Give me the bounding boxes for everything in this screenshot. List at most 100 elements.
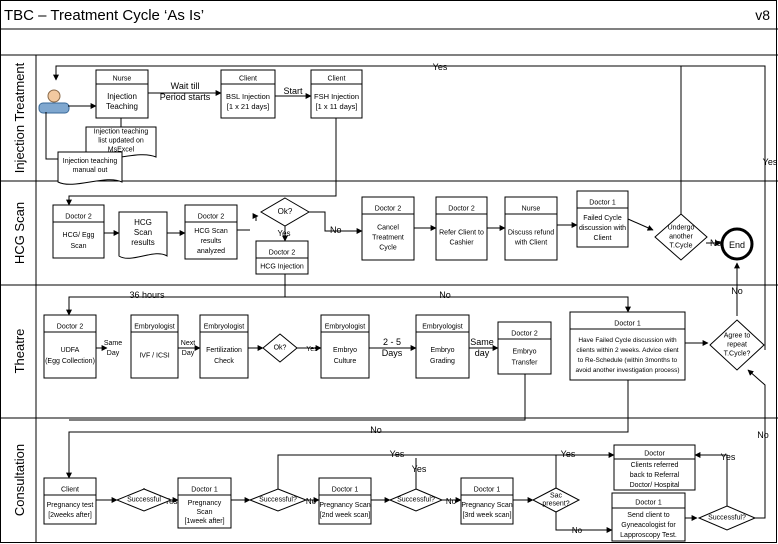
- node-text: Scan: [71, 243, 87, 250]
- node-text: Successful?: [708, 515, 746, 522]
- process-box-outline: [43, 314, 97, 379]
- decision-outline: [262, 333, 298, 363]
- node-text: Doctor 1: [589, 200, 616, 207]
- edge-label: Day: [182, 350, 195, 357]
- edge-label: 2 - 5: [383, 337, 401, 347]
- process-box-outline: [569, 311, 686, 381]
- node-text: Ok?: [274, 345, 287, 352]
- node-text: avoid another investigation process): [575, 367, 679, 374]
- node-text: HCG Scan: [194, 228, 228, 235]
- node-text: Doctor 2: [198, 214, 225, 221]
- node-text: to Re-Schedule (within 3months to: [578, 357, 678, 364]
- edge-label: 36 hours: [129, 290, 165, 300]
- node-text: Successful?: [259, 497, 297, 504]
- node-text: Scan: [134, 228, 152, 237]
- node-text: Injection teaching: [63, 158, 118, 165]
- node-text: Cancel: [377, 225, 399, 232]
- node-text: Client: [328, 76, 346, 83]
- process-box-outline: [435, 196, 488, 261]
- decision-outline: [654, 213, 708, 261]
- node-text: T.Cycle: [670, 243, 693, 250]
- edge-label: Next: [181, 340, 195, 347]
- process-box-outline: [184, 204, 238, 260]
- edge-label: No: [572, 526, 583, 535]
- edge-label: No: [446, 497, 457, 506]
- edge-label: No: [731, 286, 743, 296]
- lane-label-consultation: Consultation: [12, 444, 27, 516]
- node-text: Embryo: [430, 347, 454, 354]
- process-box-outline: [576, 190, 629, 248]
- node-text: Treatment: [372, 235, 404, 242]
- node-text: Successful: [127, 497, 161, 504]
- node-text: Embryologist: [422, 324, 463, 331]
- document-outline: [118, 211, 168, 259]
- edge-label: Yes: [306, 346, 318, 353]
- process-box-outline: [43, 477, 97, 525]
- node-text: Doctor 1: [614, 321, 641, 328]
- node-text: Doctor 2: [65, 214, 92, 221]
- node-text: Successful?: [397, 497, 435, 504]
- node-text: Doctor 2: [269, 250, 296, 257]
- edge-label: Yes: [164, 497, 177, 506]
- node-text: Sac: [550, 493, 563, 500]
- node-text: Pregnancy: [188, 500, 222, 507]
- node-text: [1week after]: [184, 518, 224, 525]
- process-box-outline: [320, 314, 370, 379]
- node-text: HCG Injection: [260, 264, 304, 271]
- swimlanes: Injection Treatment HCG Scan Theatre Con…: [0, 55, 778, 543]
- document-outline: [57, 151, 123, 185]
- edge-label: Wait till: [171, 81, 200, 91]
- edge-label: Yes: [433, 62, 448, 72]
- node-text: present?: [542, 501, 569, 508]
- edge-label: Yes: [763, 157, 778, 167]
- node-text: MsExcel: [108, 147, 135, 154]
- node-text: Undergo: [668, 225, 695, 232]
- node-text: Doctor 1: [474, 487, 501, 494]
- node-text: Doctor 2: [511, 331, 538, 338]
- connectors: [45, 65, 766, 533]
- node-text: Doctor 1: [191, 487, 218, 494]
- node-text: Embryologist: [134, 324, 175, 331]
- process-box-outline: [611, 492, 686, 542]
- node-text: Doctor 1: [635, 500, 662, 507]
- edge-label: Start: [283, 86, 303, 96]
- decision-outline: [115, 488, 173, 512]
- node-text: [2nd week scan]: [320, 512, 371, 519]
- decision-outline: [709, 319, 765, 371]
- process-box-outline: [220, 69, 276, 119]
- edge-label: No: [330, 225, 342, 235]
- node-text: Agree to: [724, 333, 751, 340]
- process-box: Doctor 2 HCG Injection: [255, 240, 309, 275]
- node-text: Cashier: [449, 240, 474, 247]
- decision-outline: [260, 197, 310, 227]
- node-text: Embryologist: [204, 324, 245, 331]
- node-text: Failed Cycle: [583, 215, 622, 222]
- node-text: Scan: [197, 509, 213, 516]
- node-text: Client: [61, 487, 79, 494]
- edge-labels: Yes Yes Wait till Period starts Start No…: [104, 62, 778, 535]
- node-text: Check: [214, 358, 234, 365]
- node-text: Transfer: [512, 360, 538, 367]
- node-text: Nurse: [522, 206, 541, 213]
- edge-label: No: [757, 430, 769, 440]
- process-box-outline: [361, 196, 415, 261]
- decision-diamond: Successful: [115, 488, 173, 512]
- version-label: v8: [755, 7, 770, 23]
- node-text: with Client: [514, 240, 547, 247]
- node-text: BSL Injection: [226, 92, 270, 101]
- decision-diamond: Ok?: [262, 333, 298, 363]
- node-text: Embryo: [512, 349, 536, 356]
